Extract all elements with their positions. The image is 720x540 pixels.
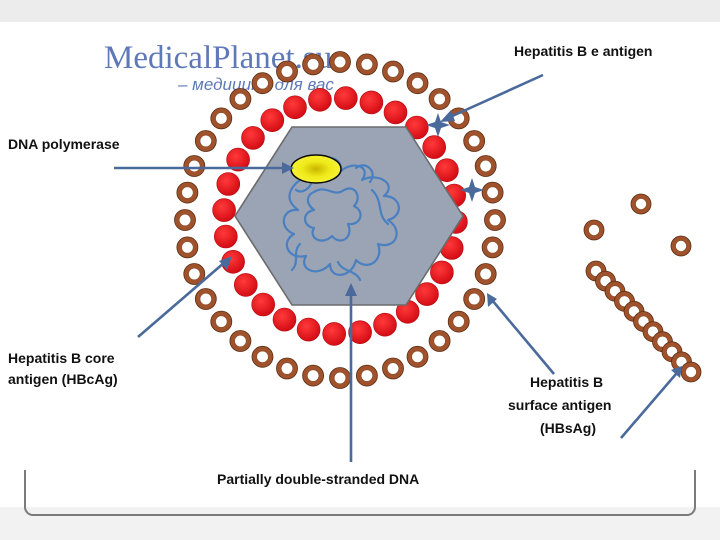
arrowhead-dna xyxy=(345,283,357,296)
arrowhead-free-surface-antigen xyxy=(671,366,682,378)
surface-antigen-particle-hole xyxy=(256,350,269,363)
surface-antigen-particle-hole xyxy=(215,112,228,125)
core-antigen-particle xyxy=(359,90,384,115)
core-antigen-particle xyxy=(283,95,307,120)
surface-antigen-particle-hole xyxy=(199,134,212,148)
arrow-free-surface-antigen xyxy=(620,373,677,439)
surface-antigen-particle-hole xyxy=(433,92,446,106)
core-antigen-particle xyxy=(226,147,250,172)
core-antigen-particle xyxy=(430,260,454,285)
dna-polymerase-ellipse xyxy=(290,154,342,184)
core-antigen-particle xyxy=(296,317,321,342)
slide-top-band xyxy=(0,0,720,22)
surface-antigen-particle-hole xyxy=(452,315,465,328)
core-antigen-particle xyxy=(308,88,332,112)
label-dna-polymerase: DNA polymerase xyxy=(8,136,120,152)
free-surface-antigen-particle-hole xyxy=(675,240,687,252)
label-core-antigen-line2: antigen (HBcAg) xyxy=(8,371,118,387)
dna-strand xyxy=(282,157,400,282)
e-antigen-marker-lower xyxy=(460,178,484,202)
arrow-core-antigen xyxy=(137,261,226,338)
surface-antigen-particle-hole xyxy=(468,292,481,306)
surface-antigen-particle-hole xyxy=(433,334,446,348)
surface-antigen-particle-hole xyxy=(333,55,347,69)
filament-surface-antigen-particle-hole xyxy=(685,366,697,378)
core-antigen-particle xyxy=(333,86,358,110)
slide-bottom-band xyxy=(0,507,720,540)
surface-antigen-particle-hole xyxy=(188,267,201,281)
surface-antigen-particle-hole xyxy=(307,58,320,71)
surface-antigen-particle-hole xyxy=(307,369,320,382)
arrowhead-e-antigen xyxy=(440,110,455,122)
surface-antigen-particle-hole xyxy=(256,77,269,90)
e-antigen-marker-upper xyxy=(426,113,450,137)
arrowhead-core-antigen xyxy=(219,256,232,270)
arrowhead-surface-antigen xyxy=(487,293,497,307)
core-antigen-particle xyxy=(214,224,238,249)
surface-antigen-particle-hole xyxy=(386,362,400,375)
surface-antigen-particle-hole xyxy=(234,334,247,348)
label-surface-antigen-line3: (HBsAg) xyxy=(540,420,596,436)
surface-antigen-particle-hole xyxy=(181,241,194,254)
core-antigen-particle xyxy=(251,292,276,317)
surface-antigen-particle-hole xyxy=(411,350,424,363)
slide-frame xyxy=(24,470,696,516)
surface-antigen-particle-hole xyxy=(178,213,192,227)
free-surface-antigen-particles xyxy=(583,193,702,383)
label-dna: Partially double-stranded DNA xyxy=(217,471,419,487)
surface-antigen-particle-hole xyxy=(280,362,294,375)
core-antigen-particle xyxy=(212,198,236,222)
surface-antigen-particle-hole xyxy=(215,315,228,328)
surface-antigen-particle-hole xyxy=(181,186,194,199)
free-surface-antigen-particle-hole xyxy=(635,198,647,210)
surface-antigen-particle-hole xyxy=(486,241,499,254)
surface-antigen-particle-hole xyxy=(488,213,502,227)
core-antigen-particle xyxy=(383,100,408,125)
core-antigen-particle xyxy=(272,307,297,332)
free-surface-antigen-particle-hole xyxy=(588,224,600,236)
arrow-e-antigen xyxy=(447,73,544,120)
watermark-logo: MedicalPlanet.su xyxy=(104,40,332,76)
surface-antigen-particle-hole xyxy=(333,371,347,385)
core-antigen-particle xyxy=(260,108,285,132)
surface-antigen-particle-hole xyxy=(280,65,294,78)
core-antigen-particle xyxy=(234,273,258,297)
arrowhead-dna-polymerase xyxy=(282,162,294,174)
surface-antigen-particle-hole xyxy=(234,92,247,106)
surface-antigen-particle-hole xyxy=(360,369,373,382)
core-antigen-particle xyxy=(422,135,447,159)
core-antigen-particle xyxy=(322,322,347,346)
label-surface-antigen-line1: Hepatitis B xyxy=(530,374,603,390)
surface-antigen-particle-hole xyxy=(479,159,492,173)
surface-antigen-particle-hole xyxy=(360,58,373,71)
surface-antigen-particle-hole xyxy=(386,65,400,78)
arrow-surface-antigen xyxy=(491,299,555,375)
core-antigen-particle xyxy=(415,282,439,306)
core-antigen-particle xyxy=(241,126,265,150)
surface-antigen-particle-hole xyxy=(411,77,424,90)
surface-antigen-particle-hole xyxy=(486,186,499,199)
surface-antigen-ring xyxy=(174,51,506,389)
surface-antigen-particle-hole xyxy=(188,159,201,173)
core-antigen-particle xyxy=(373,312,397,337)
surface-antigen-particle-hole xyxy=(199,292,212,306)
core-antigen-particle xyxy=(348,320,372,345)
core-antigen-particle xyxy=(216,172,241,196)
label-core-antigen-line1: Hepatitis B core xyxy=(8,350,115,366)
surface-antigen-particle-hole xyxy=(479,267,492,281)
surface-antigen-particle-hole xyxy=(468,134,481,148)
core-antigen-particle xyxy=(435,158,459,182)
label-e-antigen: Hepatitis B e antigen xyxy=(514,43,652,59)
label-surface-antigen-line2: surface antigen xyxy=(508,397,611,413)
